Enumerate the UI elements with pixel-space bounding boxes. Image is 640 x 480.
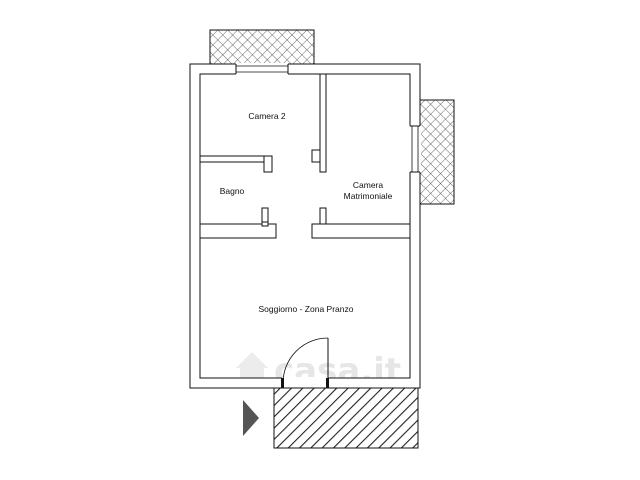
room-label-soggiorno: Soggiorno - Zona Pranzo: [259, 304, 354, 314]
interior-walls: [199, 73, 411, 239]
room-label-bagno: Bagno: [220, 186, 245, 196]
window-top: [235, 63, 289, 75]
outer-walls: [189, 63, 421, 389]
entrance-door: [281, 337, 329, 389]
window-right: [409, 125, 421, 173]
room-label-camera-matrimoniale-2: Matrimoniale: [344, 191, 393, 201]
room-label-camera-matrimoniale-1: Camera: [353, 180, 384, 190]
top-balcony: [209, 29, 315, 67]
house-icon: [236, 352, 268, 384]
terrace: [273, 387, 419, 449]
triangle-pointer-icon: [243, 400, 259, 436]
room-label-camera-2: Camera 2: [248, 111, 286, 121]
right-balcony: [419, 99, 455, 205]
